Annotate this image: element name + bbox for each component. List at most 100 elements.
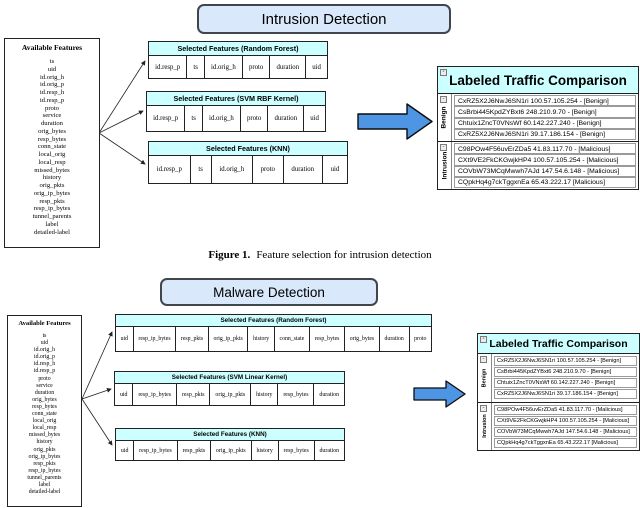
feature-item: id.resp_h <box>33 361 56 368</box>
feature-item: orig_ip_bytes <box>33 189 71 197</box>
fig2-block-arrow-icon <box>413 380 466 408</box>
feature-cell: proto <box>414 336 427 342</box>
feature-item: local_resp <box>32 425 57 432</box>
fig2-table-svm-linear: Selected Features (SVM Linear Kernel) ui… <box>114 371 345 406</box>
feature-item: duration <box>34 389 55 396</box>
feature-cell: id.resp_p <box>149 156 191 183</box>
traffic-row: COVbW73MCqMwwh7AJd 147.54.6.148 - [Malic… <box>494 426 637 437</box>
feature-item: local_orig <box>38 151 66 158</box>
table-header: Selected Features (SVM Linear Kernel) <box>115 372 344 384</box>
feature-item: label <box>45 220 59 228</box>
feature-item: orig_pkts <box>33 446 56 453</box>
section-benign: - Benign CxRZ5X2J6NwJ6SN1ri 100.57.105.2… <box>478 354 639 402</box>
feature-item: uid <box>40 340 49 347</box>
comparison-title: Labeled Traffic Comparison <box>489 337 628 350</box>
feature-item: service <box>42 112 62 120</box>
feature-item: id.resp_p <box>39 96 65 104</box>
feature-item: resp_bytes <box>32 403 57 410</box>
traffic-row: C98POw4F56uvErZDa5 41.83.117.70 - [Malic… <box>494 404 637 415</box>
feature-item: ts <box>49 58 55 65</box>
feature-item: resp_bytes <box>37 135 67 143</box>
feature-cell: orig_bytes <box>345 327 380 351</box>
feature-item: tunnel_parents <box>32 213 72 220</box>
comparison-title-bar: - Labeled Traffic Comparison <box>438 67 638 94</box>
feature-item: resp_ip_bytes <box>28 467 61 474</box>
figure-caption: Figure 1.Feature selection for intrusion… <box>0 249 640 261</box>
feature-cell: id.orig_h <box>203 106 241 131</box>
feature-cell: proto <box>243 56 271 78</box>
feature-item: missed_bytes <box>34 166 70 174</box>
traffic-row: CQpkHq4g7ckTggxnEa 65.43.222.17 [Malicio… <box>454 176 636 188</box>
feature-item: id.orig_h <box>33 347 56 354</box>
feature-cell: history <box>251 384 279 405</box>
feature-item: label <box>38 481 51 488</box>
feature-cell: resp_ip_bytes <box>134 441 178 460</box>
table-header: Selected Features (Random Forest) <box>149 42 327 56</box>
feature-item: conn_state <box>32 411 57 418</box>
feature-item: detailed-label <box>34 228 70 236</box>
feature-cell: resp_pkts <box>178 441 212 460</box>
section-label: Intrusion <box>481 414 488 439</box>
traffic-rows: CxRZ5X2J6NwJ6SN1ri 100.57.105.254 - [Ben… <box>492 354 639 402</box>
feature-cell: resp_bytes <box>279 441 315 460</box>
feature-item: resp_pkts <box>39 197 65 205</box>
feature-cell: proto <box>253 156 284 183</box>
caption-label: Figure 1. <box>208 249 251 261</box>
feature-item: service <box>36 382 53 389</box>
fig1-labeled-traffic-comparison: - Labeled Traffic Comparison - Benign Cx… <box>437 66 639 190</box>
feature-item: resp_pkts <box>33 460 56 467</box>
feature-item: orig_bytes <box>32 396 57 403</box>
feature-item: history <box>42 174 62 182</box>
traffic-rows: C98POw4F56uvErZDa5 41.83.117.70 - [Malic… <box>492 403 639 451</box>
feature-cell: ts <box>185 106 203 131</box>
feature-cell: duration <box>319 391 340 398</box>
table-header: Selected Features (SVM RBF Kernel) <box>147 92 325 106</box>
feature-item: orig_ip_bytes <box>28 453 61 460</box>
feature-item: id.resp_h <box>39 89 65 96</box>
collapse-icon: - <box>440 69 447 76</box>
feature-item: proto <box>38 375 51 382</box>
fig2-labeled-traffic-comparison: - Labeled Traffic Comparison - Benign Cx… <box>477 333 640 451</box>
section-label: Intrusion <box>441 151 448 180</box>
table-header: Selected Features (KNN) <box>116 429 344 441</box>
feature-item: missed_bytes <box>28 432 61 439</box>
feature-cell: duration <box>380 327 410 351</box>
feature-cell: resp_bytes <box>278 384 315 405</box>
traffic-row: CxRZ5X2J6NwJ6SN1ri 39.17.186.154 - [Beni… <box>494 389 637 400</box>
table-header: Selected Features (KNN) <box>149 142 347 156</box>
feature-cell: uid <box>330 166 340 173</box>
available-features-title: Available Features <box>21 43 83 52</box>
feature-item: ts <box>42 333 47 339</box>
traffic-row: CXt9VE2FkCKGwjkHP4 100.57.105.254 - [Mal… <box>454 154 636 166</box>
feature-item: id.orig_h <box>40 73 64 81</box>
feature-cell: ts <box>187 56 205 78</box>
feature-cell: ts <box>191 156 212 183</box>
feature-cell: orig_ip_pkts <box>211 441 252 460</box>
traffic-row: CXt9VE2FkCKGwjkHP4 100.57.105.254 - [Mal… <box>494 415 637 426</box>
section-intrusion: - Intrusion C98POw4F56uvErZDa5 41.83.117… <box>438 141 638 189</box>
traffic-rows: CxRZ5X2J6NwJ6SN1ri 100.57.105.254 - [Ben… <box>452 94 638 141</box>
feature-item: local_resp <box>38 158 66 166</box>
collapse-icon: - <box>480 336 487 343</box>
section-side-label: - Benign <box>438 94 452 141</box>
traffic-row: CxRZ5X2J6NwJ6SN1ri 100.57.105.254 - [Ben… <box>494 356 637 367</box>
feature-item: tunnel_parents <box>27 474 62 481</box>
traffic-row: CQpkHq4g7ckTggxnEa 65.43.222.17 [Malicio… <box>494 437 637 448</box>
feature-item: conn_state <box>37 143 67 151</box>
traffic-row: C98POw4F56uvErZDa5 41.83.117.70 - [Malic… <box>454 143 636 155</box>
feature-cell: duration <box>319 447 340 454</box>
section-intrusion: - Intrusion C98POw4F56uvErZDa5 41.83.117… <box>478 401 639 451</box>
traffic-row: CsBrbi445KpdZYBxt6 248.210.9.70 - [Benig… <box>494 367 637 378</box>
section-side-label: - Intrusion <box>438 142 452 189</box>
feature-item: detailed-label <box>28 489 61 496</box>
feature-cell: resp_ip_bytes <box>134 327 177 351</box>
section-side-label: - Benign <box>478 354 492 402</box>
feature-cell: orig_ip_pkts <box>210 384 252 405</box>
